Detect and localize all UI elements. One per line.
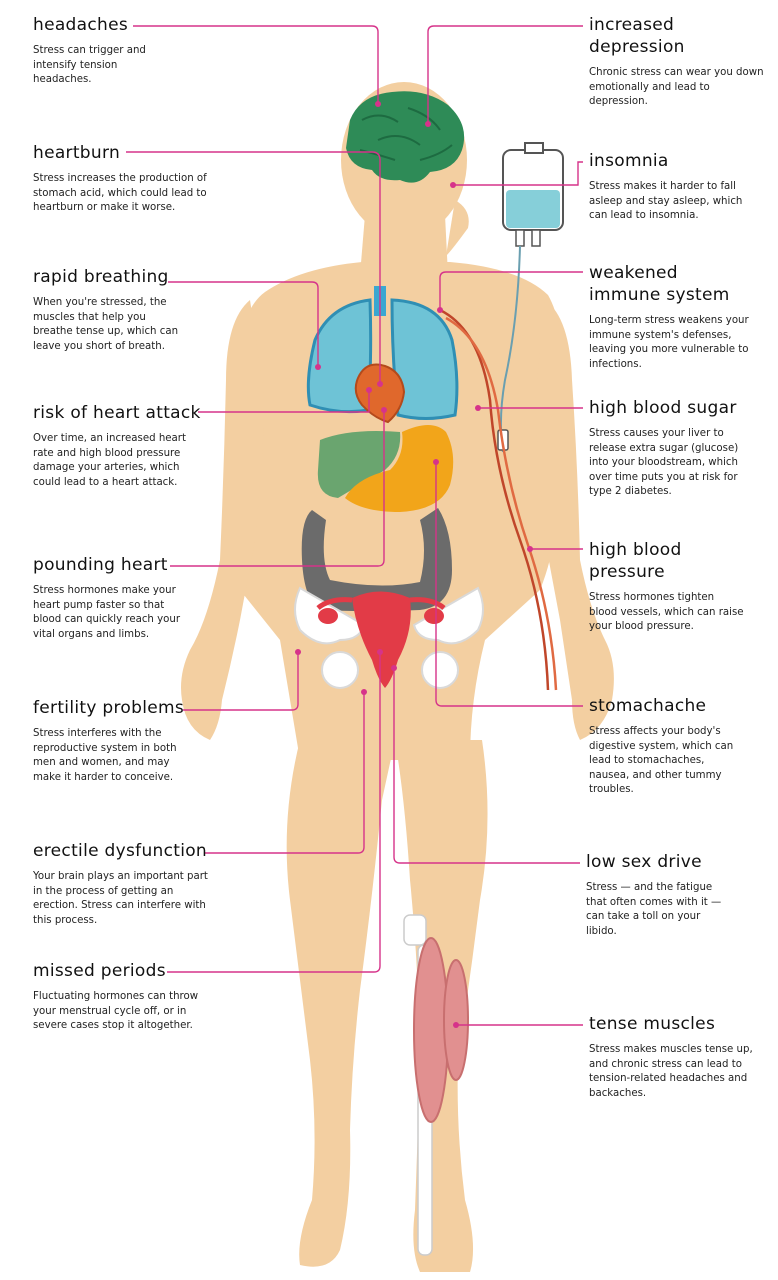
callout-missed-periods: missed periods Fluctuating hormones can … (33, 960, 223, 1034)
callout-text: Stress hormones make your heart pump fas… (33, 585, 181, 640)
callout-blood-sugar: high blood sugar Stress causes your live… (589, 397, 769, 500)
leader-heart-attack (198, 392, 370, 413)
callout-text: Long-term stress weakens your immune sys… (589, 315, 749, 370)
callout-title: erectile dysfunction (33, 841, 208, 861)
callout-headaches: headaches Stress can trigger and intensi… (33, 14, 223, 88)
callout-text: Over time, an increased heart rate and h… (33, 433, 186, 488)
leader-breathing (168, 281, 319, 365)
callout-text: Stress makes muscles tense up, and chron… (589, 1044, 753, 1099)
leader-pounding (170, 412, 385, 567)
callout-text: Stress increases the production of stoma… (33, 173, 207, 214)
callout-text: Stress — and the fatigue that often come… (586, 882, 722, 937)
callout-depression: increased depression Chronic stress can … (589, 14, 769, 110)
callout-text: Your brain plays an important part in th… (33, 871, 208, 926)
callout-title: headaches (33, 15, 128, 35)
callout-text: Stress hormones tighten blood vessels, w… (589, 592, 744, 633)
callout-title: missed periods (33, 961, 166, 981)
brain-illustration (346, 91, 465, 183)
callout-fertility: fertility problems Stress interferes wit… (33, 697, 223, 785)
callout-title: heartburn (33, 143, 121, 163)
callout-heartburn: heartburn Stress increases the productio… (33, 142, 223, 216)
body-silhouette (181, 82, 614, 1272)
callout-pounding-heart: pounding heart Stress hormones make your… (33, 554, 223, 642)
stomach-illustration (345, 425, 454, 512)
callout-stomachache: stomachache Stress affects your body's d… (589, 695, 769, 798)
leader-periods (167, 652, 381, 973)
callout-title: weakened immune system (589, 263, 730, 305)
intestines-illustration (301, 508, 452, 611)
callout-title: stomachache (589, 696, 707, 716)
uterus-illustration (316, 591, 446, 688)
lungs-illustration (306, 286, 459, 420)
callout-tense-muscles: tense muscles Stress makes muscles tense… (589, 1013, 769, 1101)
callout-insomnia: insomnia Stress makes it harder to fall … (589, 150, 769, 224)
callout-title: insomnia (589, 151, 669, 171)
liver-illustration (317, 431, 401, 498)
leader-immune (439, 271, 583, 308)
callout-title: fertility problems (33, 698, 184, 718)
callout-text: Chronic stress can wear you down emotion… (589, 67, 764, 108)
leg-muscles-illustration (413, 937, 469, 1123)
callout-text: Stress causes your liver to release extr… (589, 428, 739, 498)
callout-heart-attack: risk of heart attack Over time, an incre… (33, 402, 223, 490)
callout-title: high blood pressure (589, 540, 682, 582)
callout-blood-pressure: high blood pressure Stress hormones tigh… (589, 539, 769, 635)
callout-text: Stress interferes with the reproductive … (33, 728, 177, 783)
callout-erectile-dysfunction: erectile dysfunction Your brain plays an… (33, 840, 223, 928)
leader-stomachache (435, 462, 583, 707)
callout-immune-system: weakened immune system Long-term stress … (589, 262, 769, 372)
callout-title: increased depression (589, 15, 685, 57)
leader-dots (295, 101, 533, 1028)
leader-fertility (183, 652, 299, 711)
callout-title: high blood sugar (589, 398, 737, 418)
pelvis-illustration (294, 586, 484, 689)
leader-depression (427, 25, 583, 122)
callout-title: risk of heart attack (33, 403, 201, 423)
blood-vessels-illustration (439, 308, 558, 691)
leader-erectile (205, 694, 365, 854)
callout-rapid-breathing: rapid breathing When you're stressed, th… (33, 266, 223, 354)
callout-text: When you're stressed, the muscles that h… (33, 297, 179, 352)
leader-headaches (133, 25, 379, 102)
callout-sex-drive: low sex drive Stress — and the fatigue t… (586, 851, 766, 939)
callout-title: rapid breathing (33, 267, 169, 287)
callout-title: low sex drive (586, 852, 702, 872)
leader-lines (126, 25, 583, 1026)
callout-text: Stress makes it harder to fall asleep an… (589, 181, 743, 222)
heart-illustration (354, 363, 406, 424)
callout-title: pounding heart (33, 555, 168, 575)
callout-title: tense muscles (589, 1014, 716, 1034)
callout-text: Stress affects your body's digestive sys… (589, 726, 734, 796)
callout-text: Fluctuating hormones can throw your mens… (33, 991, 199, 1032)
leader-sex-drive (393, 670, 580, 864)
callout-text: Stress can trigger and intensify tension… (33, 45, 146, 86)
leader-heartburn (126, 151, 381, 382)
leader-insomnia (453, 161, 583, 186)
